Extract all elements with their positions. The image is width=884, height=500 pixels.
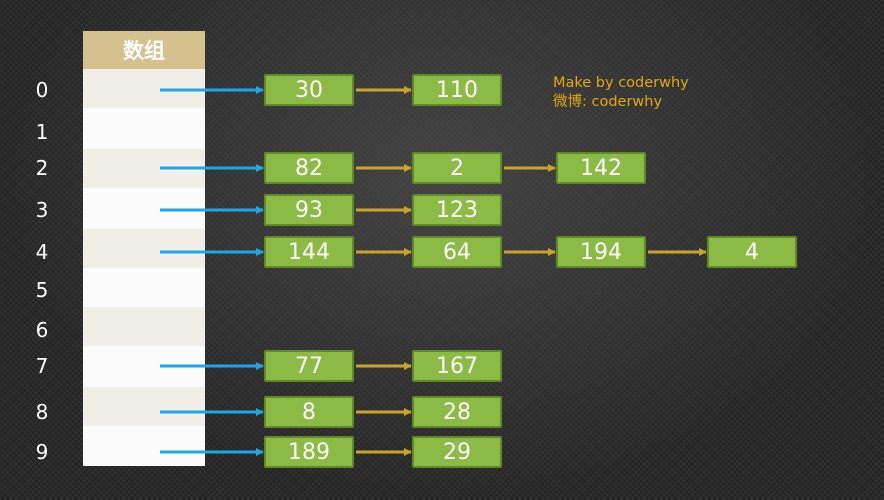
array-index-6: 6 xyxy=(35,318,49,342)
list-node-8-0: 8 xyxy=(264,396,354,428)
array-index-1: 1 xyxy=(35,120,49,144)
list-node-7-1: 167 xyxy=(412,350,502,382)
list-node-0-0: 30 xyxy=(264,74,354,106)
array-index-8: 8 xyxy=(35,400,49,424)
list-node-3-0: 93 xyxy=(264,194,354,226)
array-index-0: 0 xyxy=(35,78,49,102)
array-cell-5 xyxy=(83,268,205,307)
list-node-2-0: 82 xyxy=(264,152,354,184)
array-header: 数组 xyxy=(83,31,205,69)
list-node-4-2: 194 xyxy=(556,236,646,268)
list-node-4-0: 144 xyxy=(264,236,354,268)
array-cell-6 xyxy=(83,307,205,346)
list-node-2-2: 142 xyxy=(556,152,646,184)
credit-line-2: 微博: coderwhy xyxy=(553,94,663,110)
array-index-3: 3 xyxy=(35,198,49,222)
array-index-5: 5 xyxy=(35,278,49,302)
array-index-4: 4 xyxy=(35,240,49,264)
list-node-9-0: 189 xyxy=(264,436,354,468)
array-cell-4 xyxy=(83,229,205,268)
array-index-9: 9 xyxy=(35,440,49,464)
credit-line-1: Make by coderwhy xyxy=(553,75,689,91)
list-node-4-3: 4 xyxy=(707,236,797,268)
list-node-8-1: 28 xyxy=(412,396,502,428)
list-node-4-1: 64 xyxy=(412,236,502,268)
array-index-2: 2 xyxy=(35,156,49,180)
list-node-0-1: 110 xyxy=(412,74,502,106)
array-cell-9 xyxy=(83,426,205,466)
list-node-9-1: 29 xyxy=(412,436,502,468)
array-index-7: 7 xyxy=(35,354,49,378)
array-cell-1 xyxy=(83,108,205,149)
list-node-3-1: 123 xyxy=(412,194,502,226)
list-node-7-0: 77 xyxy=(264,350,354,382)
array-cell-8 xyxy=(83,387,205,426)
list-node-2-1: 2 xyxy=(412,152,502,184)
